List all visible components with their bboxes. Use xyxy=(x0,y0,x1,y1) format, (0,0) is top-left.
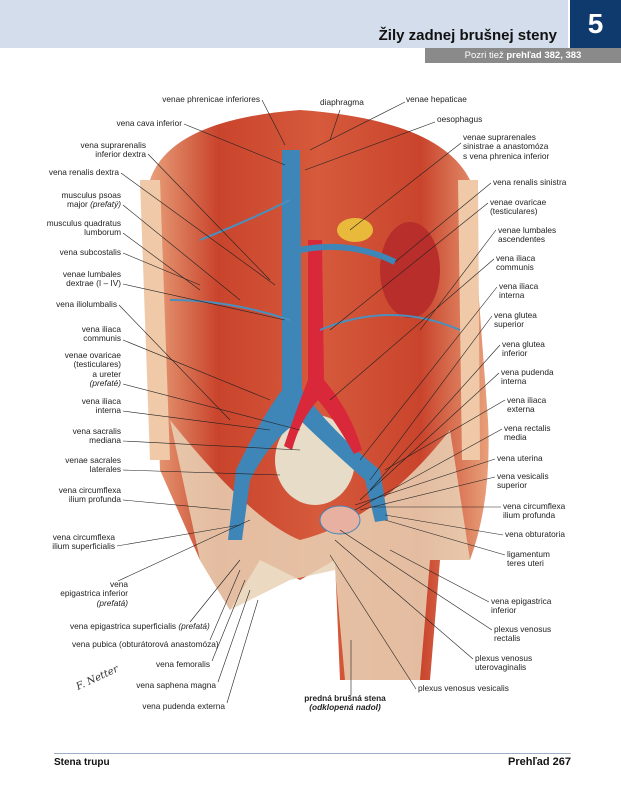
label-vena-iliaca-communis-right: vena iliaca communis xyxy=(496,253,536,273)
label-vena-iliaca-interna-right: vena iliaca interna xyxy=(499,281,539,301)
leader-lines xyxy=(116,99,506,704)
label-musculus-psoas-major: musculus psoas major (prefatý) xyxy=(61,190,122,210)
footer-page: Prehľad 267 xyxy=(508,756,571,768)
label-vena-epigastrica-inferior-right: vena epigastrica inferior xyxy=(491,596,552,616)
label-vena-glutea-inferior: vena glutea inferior xyxy=(502,339,545,359)
flank-right xyxy=(458,180,480,460)
header-band xyxy=(0,0,568,48)
rectum xyxy=(319,505,361,535)
label-text: vena epigastrica inferior xyxy=(60,579,128,599)
label-vena-pudenda-interna: vena pudenda interna xyxy=(501,367,554,387)
label-vena-suprarenalis-inferior-dextra: vena suprarenalis inferior dextra xyxy=(80,140,147,160)
label-vena-obturatoria: vena obturatoria xyxy=(505,529,565,539)
label-vena-pubica: vena pubica (obturátorová anastomóza) xyxy=(72,639,219,649)
label-vena-iliaca-interna-left: vena iliaca interna xyxy=(81,396,121,416)
label-oesophagus: oesophagus xyxy=(437,114,483,124)
label-ligamentum-teres-uteri: ligamentum teres uteri xyxy=(507,549,550,569)
label-venae-ovaricae-ureter: venae ovaricae (testiculares) a ureter(p… xyxy=(64,350,121,389)
label-note: (prefatá) xyxy=(96,597,128,608)
aorta xyxy=(284,240,362,454)
label-text: venae ovaricae (testiculares) a ureter xyxy=(64,350,121,379)
label-vena-circumflexa-ilium-profunda-left: vena circumflexa ilium profunda xyxy=(58,485,121,505)
label-vena-pudenda-externa: vena pudenda externa xyxy=(142,701,225,711)
label-venae-phrenicae-inferiores: venae phrenicae inferiores xyxy=(162,94,260,104)
page-title: Žily zadnej brušnej steny xyxy=(378,27,557,44)
label-note: (prefatá) xyxy=(178,621,210,631)
adrenal-gland xyxy=(337,218,373,242)
caption-line1: predná brušná stena xyxy=(304,693,386,703)
chapter-number: 5 xyxy=(570,0,621,48)
label-vena-renalis-sinistra: vena renalis sinistra xyxy=(493,177,567,187)
label-vena-rectalis-media: vena rectalis media xyxy=(504,423,551,443)
label-vena-epigastrica-superficialis: vena epigastrica superficialis (prefatá) xyxy=(70,621,210,631)
label-venae-suprarenales-sinistrae: venae suprarenales sinistrae a anastomóz… xyxy=(463,132,550,161)
label-venae-hepaticae: venae hepaticae xyxy=(406,94,467,104)
netter-signature: F. Netter xyxy=(74,663,122,693)
label-text: musculus psoas major xyxy=(61,190,122,210)
label-venae-ovaricae-right: venae ovaricae (testiculares) xyxy=(490,197,547,217)
label-vena-glutea-superior: vena glutea superior xyxy=(494,310,537,330)
label-vena-iliolumbalis: vena iliolumbalis xyxy=(56,299,117,309)
label-vena-vesicalis-superior: vena vesicalis superior xyxy=(497,471,549,491)
label-musculus-quadratus-lumborum: musculus quadratus lumborum xyxy=(46,218,121,238)
footer-rule xyxy=(54,753,571,754)
kidney-left xyxy=(380,222,440,318)
label-plexus-venosus-uterovaginalis: plexus venosus uterovaginalis xyxy=(475,653,533,673)
label-plexus-venosus-vesicalis: plexus venosus vesicalis xyxy=(418,683,509,693)
see-also-bar: Pozri tiež prehľad 382, 383 xyxy=(425,48,621,63)
label-venae-lumbales-ascendentes: venae lumbales ascendentes xyxy=(498,225,557,245)
label-vena-femoralis: vena femoralis xyxy=(156,659,210,669)
label-vena-cava-inferior: vena cava inferior xyxy=(116,118,183,128)
label-vena-epigastrica-inferior-left: vena epigastrica inferior(prefatá) xyxy=(60,579,128,608)
label-vena-sacralis-mediana: vena sacralis mediana xyxy=(72,426,121,446)
lumbar-veins xyxy=(169,199,461,331)
label-plexus-venosus-rectalis: plexus venosus rectalis xyxy=(494,624,552,644)
flank-left xyxy=(140,180,170,460)
see-also-prefix: Pozri tiež xyxy=(464,50,504,61)
label-note: (prefaté) xyxy=(89,378,121,389)
label-text: vena epigastrica superficialis xyxy=(70,621,177,631)
label-venae-lumbales-dextrae: venae lumbales dextrae (I – IV) xyxy=(62,269,121,289)
label-note: (prefatý) xyxy=(90,199,121,210)
footer-section: Stena trupu xyxy=(54,757,110,768)
caption-anterior-wall: predná brušná stena(odklopená nadol) xyxy=(300,693,390,713)
label-vena-circumflexa-ilium-superficialis: vena circumflexa ilium superficialis xyxy=(52,532,115,552)
see-also-link[interactable]: prehľad 382, 383 xyxy=(506,50,582,61)
label-diaphragma: diaphragma xyxy=(320,97,364,107)
pelvic-fascia xyxy=(170,420,470,680)
label-venae-sacrales-laterales: venae sacrales laterales xyxy=(65,455,121,475)
label-vena-circumflexa-ilium-profunda-right: vena circumflexa ilium profunda xyxy=(503,501,566,521)
label-vena-saphena-magna: vena saphena magna xyxy=(136,680,216,690)
renal-vein xyxy=(299,243,397,265)
label-vena-renalis-dextra: vena renalis dextra xyxy=(48,167,119,177)
label-vena-iliaca-externa: vena iliaca externa xyxy=(507,395,547,415)
label-vena-uterina: vena uterina xyxy=(497,453,543,463)
label-vena-iliaca-communis-left: vena iliaca communis xyxy=(81,324,121,344)
caption-line2: (odklopená nadol) xyxy=(309,702,381,713)
label-vena-subcostalis: vena subcostalis xyxy=(59,247,121,257)
